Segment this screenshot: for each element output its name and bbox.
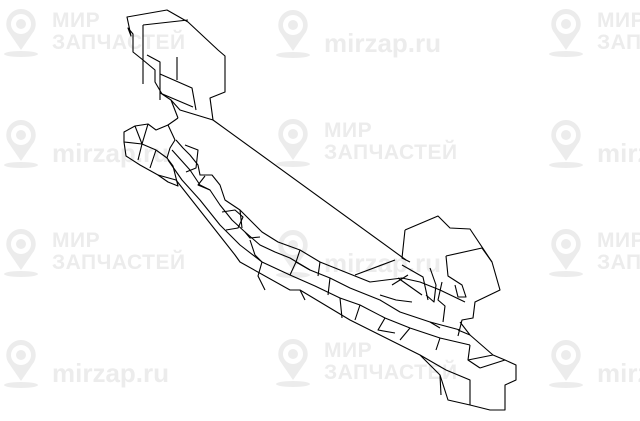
map-pin-logo-icon bbox=[4, 229, 38, 277]
map-pin-logo-icon bbox=[276, 339, 310, 387]
watermark-brand-line2: ЗАПЧАСТЕЙ bbox=[324, 361, 458, 384]
watermark-url: mirzap.ru bbox=[545, 336, 640, 389]
watermark-url-text: mirzap.ru bbox=[324, 248, 442, 278]
watermark-brand-line2: ЗАПЧАСТЕЙ bbox=[52, 251, 186, 274]
watermark-url-text: mirzap.ru bbox=[597, 358, 640, 388]
map-pin-logo-icon bbox=[549, 9, 583, 57]
watermark-url-text: mirzap.ru bbox=[52, 138, 170, 168]
watermark-url-text: mirzap.ru bbox=[52, 358, 170, 388]
right-bracket bbox=[354, 215, 501, 337]
watermark-brand: МИР ЗАПЧАСТЕЙ bbox=[0, 6, 186, 58]
map-pin-logo-icon bbox=[276, 9, 310, 58]
watermark-brand: МИР ЗАПЧАСТЕЙ bbox=[545, 6, 640, 58]
watermark-brand-line1: МИР bbox=[324, 119, 373, 142]
watermark-brand-line1: МИР bbox=[52, 9, 101, 32]
watermark-url: mirzap.ru bbox=[0, 336, 169, 389]
top-edge bbox=[212, 119, 407, 261]
watermark-brand: МИР ЗАПЧАСТЕЙ bbox=[545, 226, 640, 278]
watermark-brand: МИР ЗАПЧАСТЕЙ bbox=[272, 116, 458, 168]
upper-bracket bbox=[126, 9, 226, 126]
map-pin-logo-icon bbox=[276, 119, 310, 167]
watermark-brand-line2: ЗАПЧАСТЕЙ bbox=[324, 141, 458, 164]
map-pin-logo-icon bbox=[549, 229, 583, 277]
map-pin-logo-icon bbox=[4, 119, 38, 168]
watermark-url: mirzap.ru bbox=[0, 116, 169, 169]
map-pin-logo-icon bbox=[549, 119, 583, 168]
watermark-url-text: mirzap.ru bbox=[597, 138, 640, 168]
watermark-brand-line2: ЗАПЧАСТЕЙ bbox=[52, 31, 186, 54]
watermark-brand-line2: ЗАПЧАСТЕЙ bbox=[597, 31, 640, 54]
watermark-brand-line1: МИР bbox=[324, 339, 373, 362]
map-pin-logo-icon bbox=[549, 339, 583, 388]
watermark-brand-line1: МИР bbox=[597, 229, 640, 252]
watermark-url: mirzap.ru bbox=[272, 6, 441, 59]
map-pin-logo-icon bbox=[4, 339, 38, 388]
watermark-brand: МИР ЗАПЧАСТЕЙ bbox=[0, 226, 186, 278]
watermark-brand-line1: МИР bbox=[52, 229, 101, 252]
watermark-url: mirzap.ru bbox=[272, 226, 441, 279]
watermark-url-text: mirzap.ru bbox=[324, 28, 442, 58]
watermark-brand: МИР ЗАПЧАСТЕЙ bbox=[272, 336, 458, 388]
map-pin-logo-icon bbox=[4, 9, 38, 57]
watermark-brand-line1: МИР bbox=[597, 9, 640, 32]
watermark-brand-line2: ЗАПЧАСТЕЙ bbox=[597, 251, 640, 274]
watermark-url: mirzap.ru bbox=[545, 116, 640, 169]
main-beam bbox=[123, 123, 517, 411]
